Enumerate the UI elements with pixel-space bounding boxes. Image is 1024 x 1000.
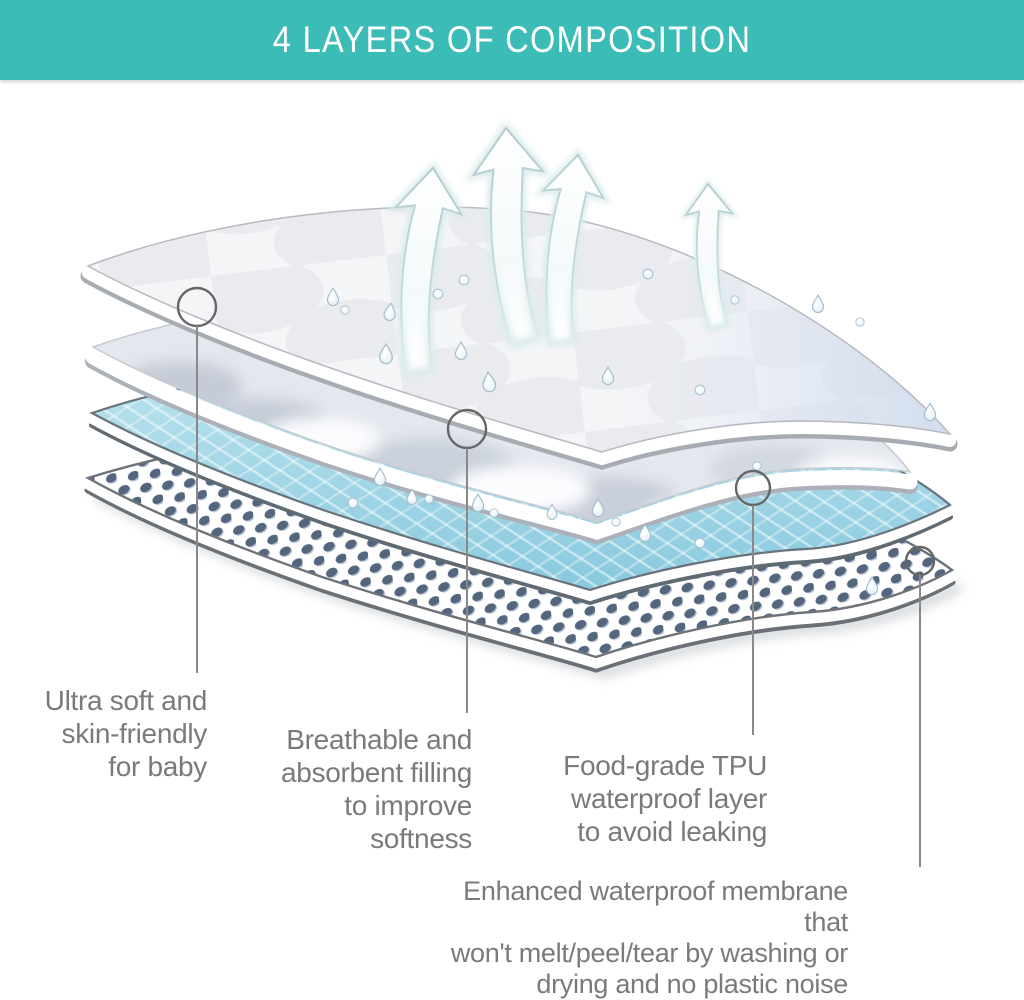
header-banner: 4 LAYERS OF COMPOSITION — [0, 0, 1024, 80]
label-absorbent-filling: Breathable and absorbent filling to impr… — [280, 724, 472, 854]
layers-illustration — [0, 0, 1024, 867]
label-waterproof-membrane: Enhanced waterproof membrane that won't … — [450, 876, 848, 999]
callout-markers — [176, 286, 936, 867]
label-tpu-waterproof: Food-grade TPU waterproof layer to avoid… — [563, 750, 767, 847]
label-ultra-soft: Ultra soft and skin-friendly for baby — [44, 685, 208, 782]
page-title: 4 LAYERS OF COMPOSITION — [272, 19, 752, 60]
